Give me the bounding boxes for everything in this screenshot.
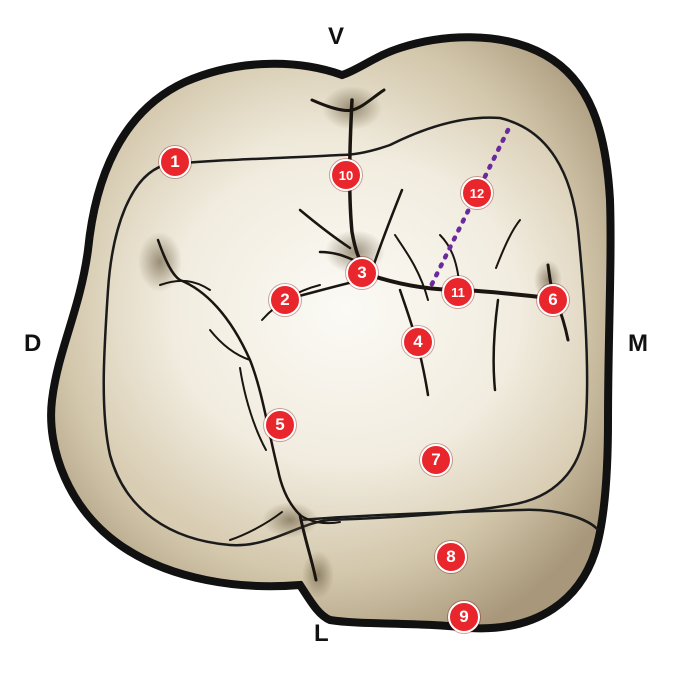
marker-11[interactable]: 11 (442, 276, 474, 308)
marker-9[interactable]: 9 (448, 601, 480, 633)
label-lingual: L (314, 620, 329, 647)
marker-7[interactable]: 7 (420, 444, 452, 476)
occlusal-table-outline (102, 116, 589, 547)
label-distal: D (24, 330, 42, 357)
marker-8[interactable]: 8 (435, 541, 467, 573)
marker-5[interactable]: 5 (264, 409, 296, 441)
marker-12[interactable]: 12 (461, 177, 493, 209)
marker-4[interactable]: 4 (402, 326, 434, 358)
marker-1[interactable]: 1 (159, 146, 191, 178)
marker-3[interactable]: 3 (346, 257, 378, 289)
label-mesial: M (628, 330, 648, 357)
lingual-ridge-line (299, 508, 599, 531)
marker-2[interactable]: 2 (269, 284, 301, 316)
marker-6[interactable]: 6 (537, 284, 569, 316)
measurement-dotted-line (427, 127, 511, 291)
marker-10[interactable]: 10 (330, 159, 362, 191)
label-vestibular: V (328, 23, 345, 50)
